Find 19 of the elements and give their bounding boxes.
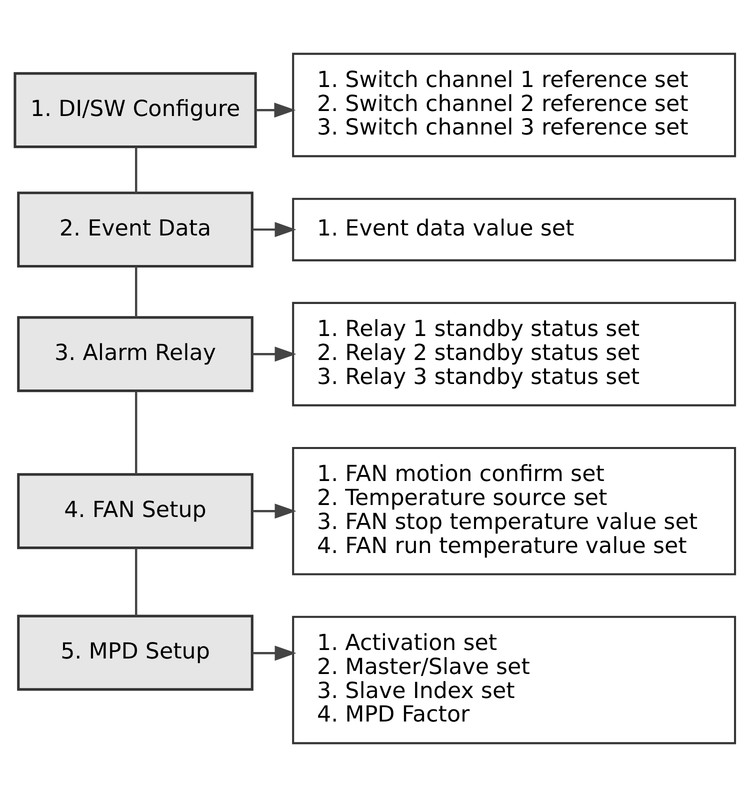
connector — [135, 548, 138, 616]
arrow — [252, 504, 296, 519]
node-box: 2. Event Data — [17, 192, 254, 268]
arrow — [256, 102, 296, 118]
arrow — [252, 222, 296, 238]
node-box: 1. FAN motion confirm set 2. Temperature source set 3. FAN stop temperature value set 4. FAN run temperature value set — [292, 446, 736, 576]
connector — [135, 391, 138, 474]
node-box: 5. MPD Setup — [17, 614, 254, 691]
connector — [135, 266, 138, 318]
node-box: 1. Event data value set — [292, 198, 736, 262]
arrow — [252, 346, 296, 362]
node-box: 1. DI/SW Configure — [14, 72, 257, 148]
node-box: 3. Alarm Relay — [17, 316, 254, 392]
node-box: 1. Switch channel 1 reference set 2. Switch channel 2 reference set 3. Switch channel 3 reference set — [292, 52, 736, 158]
node-box: 4. FAN Setup — [17, 473, 254, 550]
node-box: 1. Activation set 2. Master/Slave set 3. Slave Index set 4. MPD Factor — [292, 616, 736, 744]
node-box: 1. Relay 1 standby status set 2. Relay 2 standby status set 3. Relay 3 standby status set — [292, 302, 736, 406]
connector — [135, 147, 138, 193]
arrow — [252, 646, 296, 661]
